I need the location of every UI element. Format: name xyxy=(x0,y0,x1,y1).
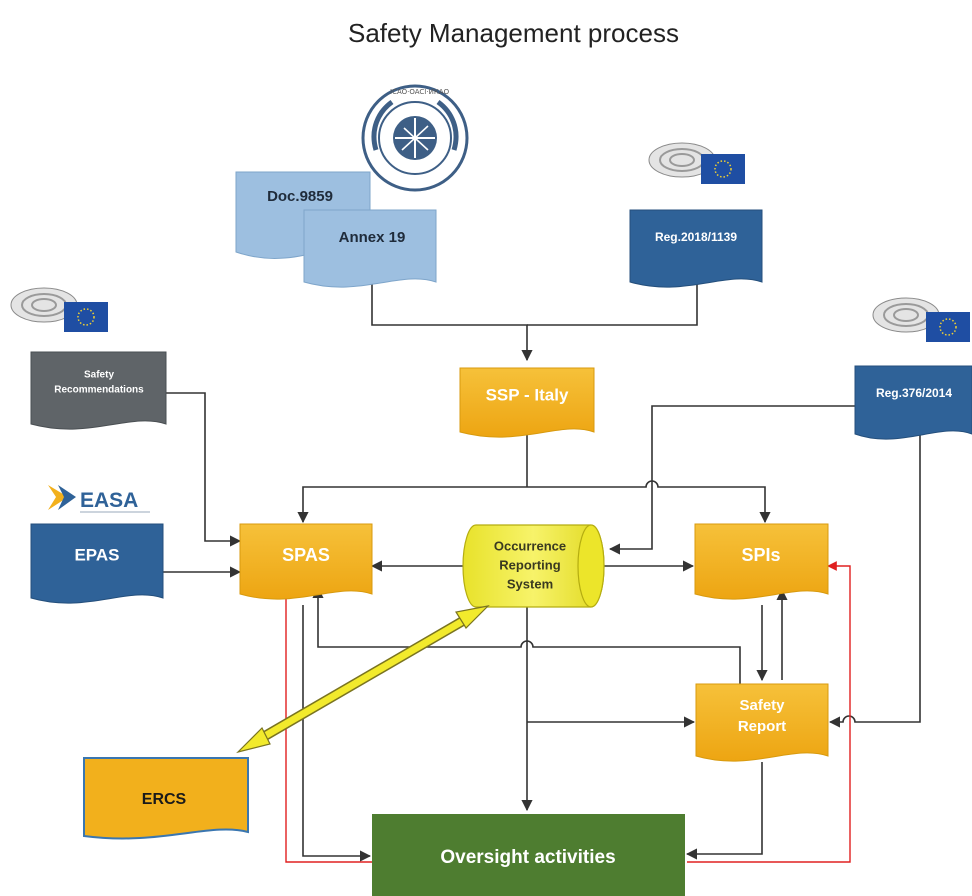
reg2018-label: Reg.2018/1139 xyxy=(655,230,737,244)
safety-recommendations-label-line2: Recommendations xyxy=(54,385,144,396)
easa-logo-text: EASA xyxy=(80,489,138,512)
diagram-title: Safety Management process xyxy=(348,18,679,48)
occurrence-reporting-label-line2: Reporting xyxy=(499,557,560,572)
epas-node: EPAS xyxy=(30,523,164,604)
ssp-italy-label: SSP - Italy xyxy=(486,385,569,404)
occurrence-reporting-label-line1: Occurrence xyxy=(494,538,566,553)
reg376-node: Reg.376/2014 xyxy=(854,365,972,440)
eu-parliament-icon xyxy=(872,297,970,342)
epas-label: EPAS xyxy=(74,545,119,564)
safety-recommendations-label-line1: Safety xyxy=(84,370,114,381)
occurrence-reporting-system-node: Occurrence Reporting System xyxy=(462,524,605,608)
annex19-node: Annex 19 xyxy=(303,209,437,288)
easa-logo-icon: EASA xyxy=(48,485,150,513)
reg376-label: Reg.376/2014 xyxy=(876,386,952,400)
ssp-italy-node: SSP - Italy xyxy=(459,367,595,438)
ercs-ors-link-arrow xyxy=(236,605,490,754)
icao-emblem-icon: ICAO·OACI·ИКАО xyxy=(361,84,469,192)
spas-label: SPAS xyxy=(282,545,330,565)
ercs-label: ERCS xyxy=(142,791,187,808)
spis-node: SPIs xyxy=(694,523,829,600)
oversight-activities-label: Oversight activities xyxy=(440,847,615,868)
safety-recommendations-node: Safety Recommendations xyxy=(30,351,167,430)
eu-parliament-icon xyxy=(10,287,108,332)
svg-text:ICAO·OACI·ИКАО: ICAO·OACI·ИКАО xyxy=(390,88,450,96)
eu-parliament-icon xyxy=(648,142,745,184)
ercs-node: ERCS xyxy=(83,757,249,840)
safety-report-label-line2: Report xyxy=(738,718,786,735)
doc9859-label: Doc.9859 xyxy=(267,188,333,205)
oversight-activities-node: Oversight activities xyxy=(372,814,685,896)
reg2018-node: Reg.2018/1139 xyxy=(629,209,763,288)
spas-node: SPAS xyxy=(239,523,373,600)
occurrence-reporting-label-line3: System xyxy=(507,576,553,591)
safety-report-node: Safety Report xyxy=(695,683,829,762)
safety-report-label-line1: Safety xyxy=(739,697,785,714)
annex19-label: Annex 19 xyxy=(339,229,406,246)
spis-label: SPIs xyxy=(741,545,780,565)
